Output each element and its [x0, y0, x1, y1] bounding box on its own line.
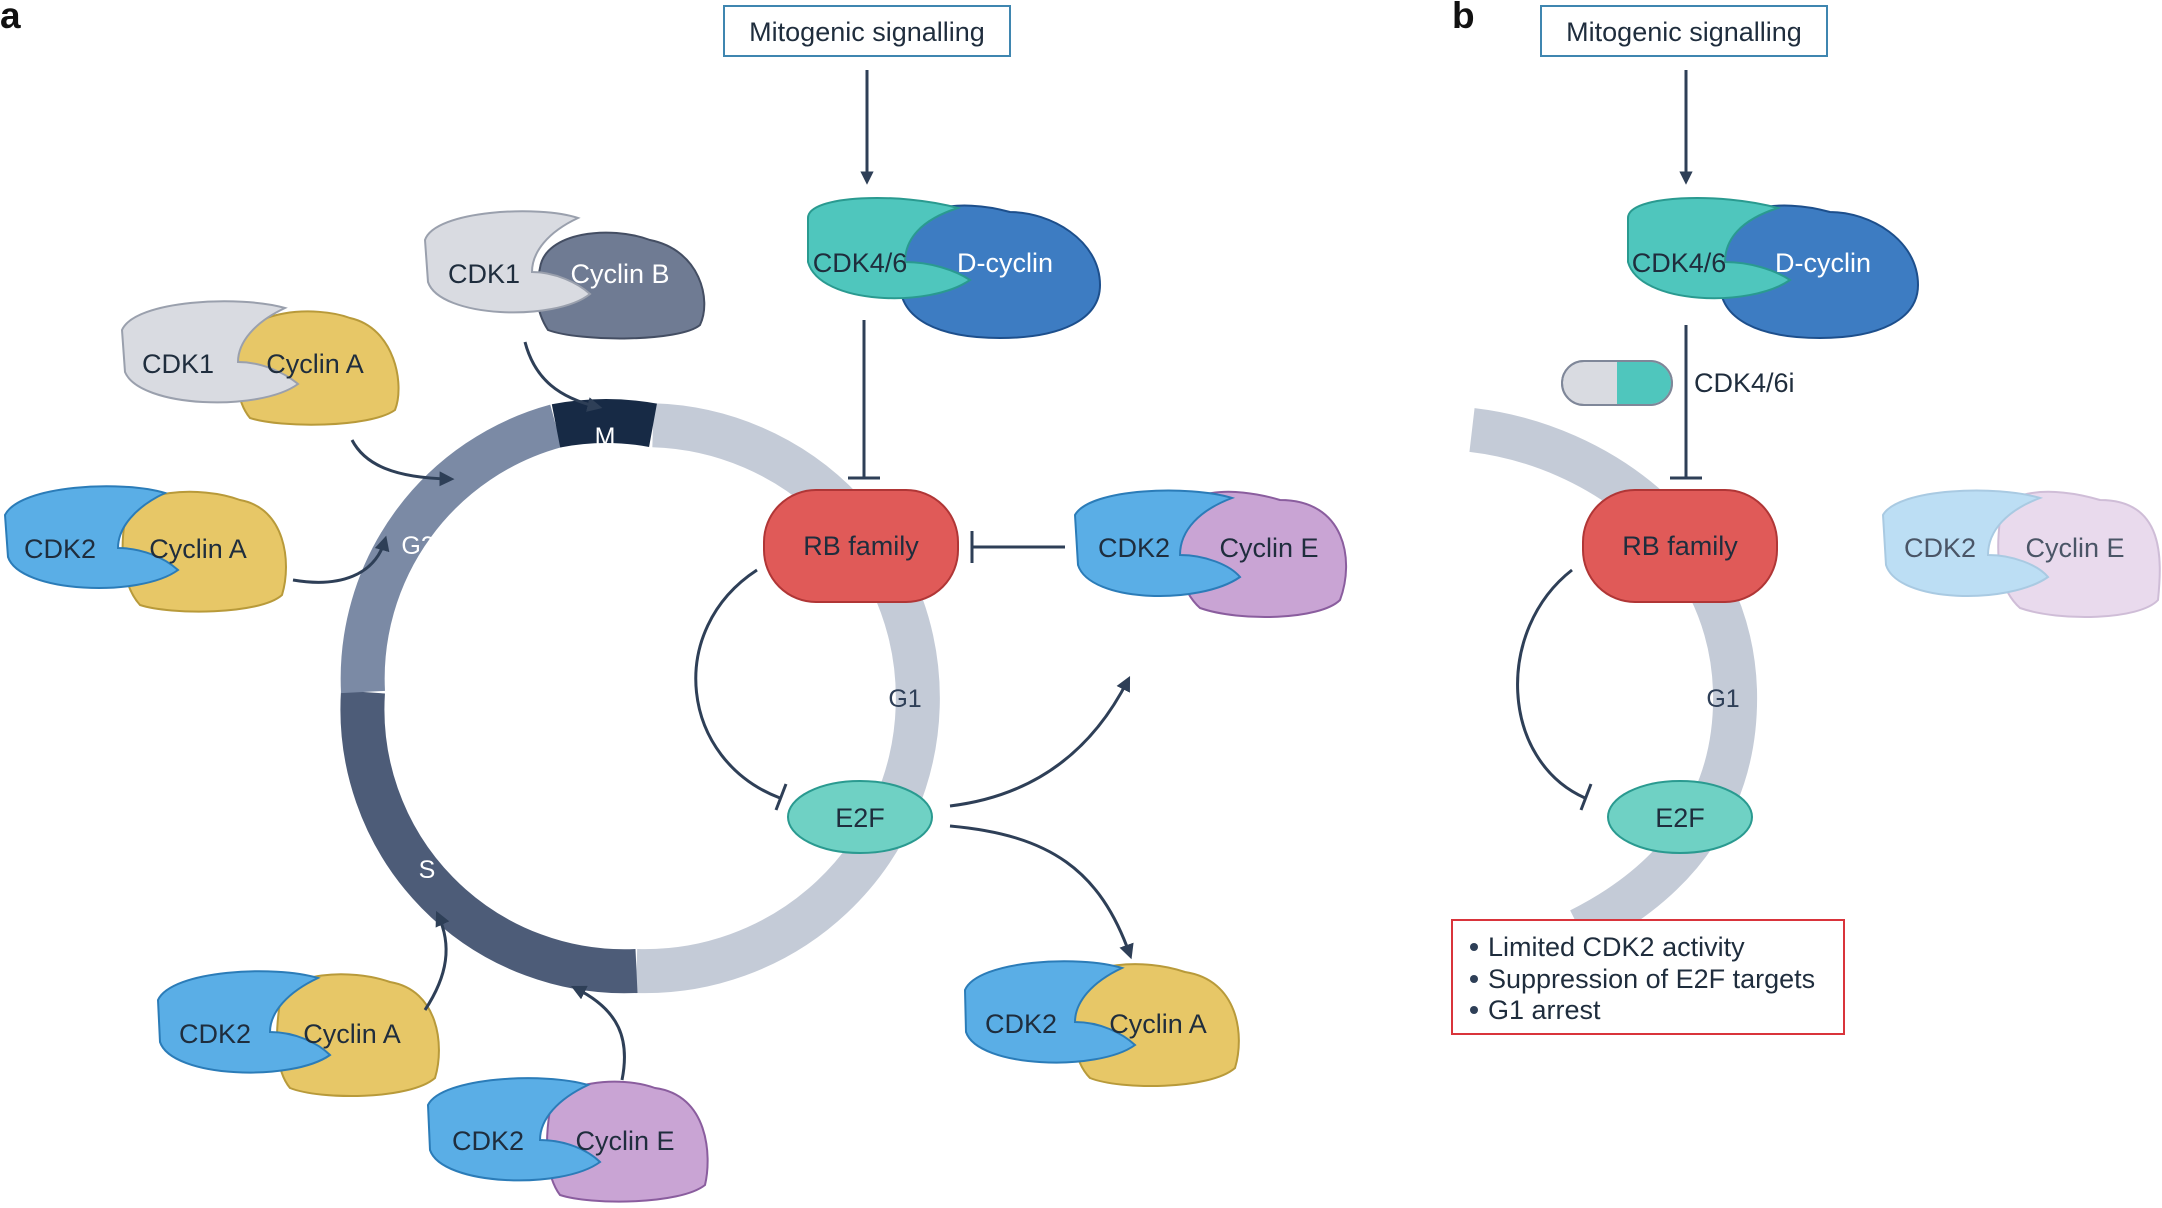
cdk2-label-2: CDK2: [24, 534, 96, 564]
cdk46i-label: CDK4/6i: [1694, 368, 1795, 398]
cyclin-e-label-bottom: Cyclin E: [575, 1126, 674, 1156]
rb-family-label-b: RB family: [1622, 531, 1738, 561]
cdk1b-to-m-arrow: [523, 341, 603, 412]
ring-segment-s: [340, 690, 638, 994]
rb-inhibits-e2f-curve-a: [694, 568, 781, 800]
mitogenic-signalling-label-a: Mitogenic signalling: [749, 17, 985, 47]
cyclin-b-label: Cyclin B: [570, 259, 669, 289]
mitogenic-signalling-box-a: Mitogenic signalling: [723, 5, 1011, 57]
complex-cdk1-cyclin-b: CDK1 Cyclin B: [423, 210, 706, 340]
d-cyclin-label-a: D-cyclin: [957, 248, 1053, 278]
cyclin-e-shape-faded: [1997, 490, 2161, 618]
cdk46-label-b: CDK4/6: [1632, 248, 1727, 278]
cdk2-shape-2: [3, 485, 180, 589]
cdk2-shape-3: [156, 970, 332, 1074]
cell-cycle-ring: M G2 S G1: [340, 399, 940, 994]
cyclin-e-shape-bottom: [546, 1080, 709, 1203]
rb-family-node-a: RB family: [763, 489, 959, 603]
phase-g1-label-b: G1: [1706, 685, 1739, 713]
complex-cdk2-cyclin-e-faded: [1881, 489, 2161, 618]
complex-cdk46-d-cyclin-b: CDK4/6 D-cyclin: [1627, 196, 1920, 340]
cdk2-label-right: CDK2: [1098, 533, 1170, 563]
outcome-item-1: Limited CDK2 activity: [1488, 932, 1745, 962]
e2f-to-cyclin-a-arrow: [949, 824, 1134, 960]
outcome-item-2: Suppression of E2F targets: [1488, 964, 1815, 994]
outcome-box: Limited CDK2 activity Suppression of E2F…: [1451, 919, 1845, 1035]
cdk46-shape-a: [807, 196, 972, 300]
cyclin-a-label-3: Cyclin A: [303, 1019, 401, 1049]
cyclin-a-label-4: Cyclin A: [1109, 1009, 1207, 1039]
cdk2-shape-faded: [1881, 489, 2050, 597]
cyclin-e-label-right: Cyclin E: [1219, 533, 1318, 563]
ring-segment-g1: [635, 403, 940, 994]
rb-inhibits-e2f-bar-a: [774, 783, 788, 811]
cdk1-label-b: CDK1: [448, 259, 520, 289]
cdk1a-to-g2-arrow: [350, 439, 455, 487]
rb-family-label-a: RB family: [803, 531, 919, 561]
e2f-to-cyclin-e-arrow: [949, 675, 1131, 808]
complex-cdk2-cyclin-a-bottom-right: CDK2 Cyclin A: [963, 960, 1240, 1087]
cyclin-b-shape: [535, 231, 706, 340]
phase-s-label: S: [419, 856, 436, 884]
cyclin-a-label-2: Cyclin A: [149, 534, 247, 564]
d-cyclin-label-b: D-cyclin: [1775, 248, 1871, 278]
e2f-node-a: E2F: [787, 780, 933, 854]
cdk2a-to-g2-arrow: [292, 535, 390, 584]
complex-cdk1-cyclin-a: CDK1 Cyclin A: [120, 300, 400, 426]
rb-family-node-b: RB family: [1582, 489, 1778, 603]
panel-a-label: a: [0, 0, 21, 36]
cyclin-a-label-1: Cyclin A: [266, 349, 364, 379]
ring-segment-g1-b: [1469, 408, 1758, 950]
complex-cdk2-cyclin-a-left: CDK2 Cyclin A: [3, 485, 287, 613]
cyclin-e-label-faded: Cyclin E: [2025, 533, 2124, 563]
mitogenic-signalling-box-b: Mitogenic signalling: [1540, 5, 1828, 57]
phase-g2-label: G2: [401, 532, 434, 560]
cdk2-shape-bottom: [426, 1077, 602, 1182]
cdk1-shape-b: [423, 210, 592, 314]
cdk1-shape-a: [120, 300, 300, 404]
cdk2-label-3: CDK2: [179, 1019, 251, 1049]
mitogenic-signalling-label-b: Mitogenic signalling: [1566, 17, 1802, 47]
complex-cdk2-cyclin-e-bottom: CDK2 Cyclin E: [426, 1077, 709, 1203]
e2f-label-b: E2F: [1655, 803, 1705, 833]
cyclin-a-shape-2: [121, 490, 287, 613]
cdk1-label-a: CDK1: [142, 349, 214, 379]
cdk46-label-a: CDK4/6: [813, 248, 908, 278]
cdk2-label-4: CDK2: [985, 1009, 1057, 1039]
e2f-node-b: E2F: [1607, 780, 1753, 854]
e2f-label-a: E2F: [835, 803, 885, 833]
complex-cdk2-cyclin-a-bottom-left: CDK2 Cyclin A: [156, 970, 440, 1097]
complex-cdk2-cyclin-e-right: CDK2 Cyclin E: [1073, 489, 1348, 618]
cdk2-shape-4: [963, 960, 1137, 1064]
cdk2-label-faded: CDK2: [1904, 533, 1976, 563]
cdk2-shape-right: [1073, 489, 1242, 597]
phase-m-label: M: [595, 423, 616, 451]
phase-g1-label: G1: [888, 685, 921, 713]
rb-inhibits-e2f-curve-b: [1516, 568, 1586, 800]
ring-segment-m: [551, 399, 657, 448]
cdk2e-to-s-arrow: [570, 985, 626, 1081]
d-cyclin-shape-b: [1718, 204, 1920, 340]
cdk46-shape-b: [1627, 196, 1792, 300]
cdk2-label-bottom: CDK2: [452, 1126, 524, 1156]
cdk46i-pill: [1561, 360, 1673, 406]
complex-cdk46-d-cyclin-a: CDK4/6 D-cyclin: [807, 196, 1102, 340]
cyclin-a-shape-1: [236, 310, 400, 426]
ring-segment-g2: [340, 404, 562, 694]
outcome-item-3: G1 arrest: [1488, 995, 1601, 1025]
d-cyclin-shape-a: [898, 204, 1102, 340]
cyclin-a-shape-3: [276, 973, 440, 1097]
rb-inhibits-e2f-bar-b: [1579, 783, 1593, 811]
panel-b-label: b: [1452, 0, 1475, 36]
cdk2a-to-s-arrow: [423, 910, 450, 1011]
